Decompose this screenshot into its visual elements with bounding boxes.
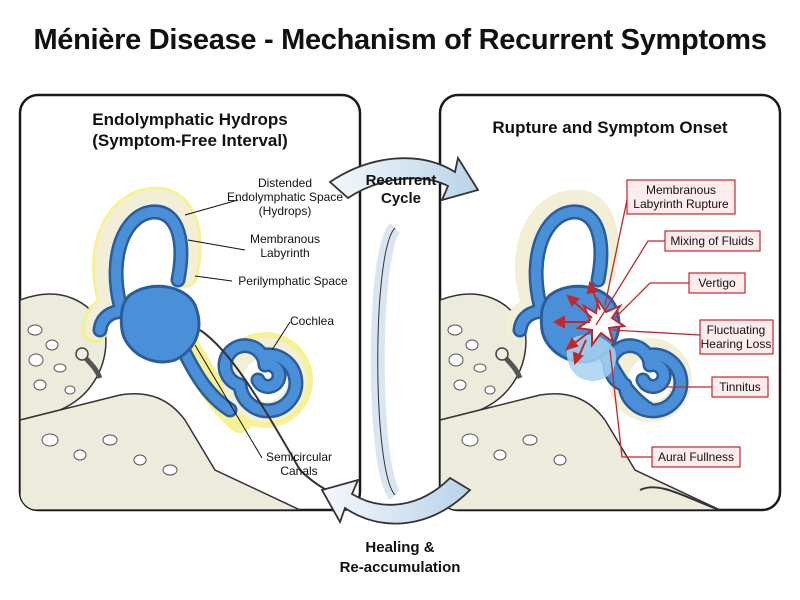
- leader-fullness: [609, 349, 652, 458]
- label-fullness: Aural Fullness: [658, 450, 734, 464]
- right-anatomy: [440, 189, 721, 510]
- cycle-bottom-2: Re-accumulation: [340, 559, 461, 576]
- leader-cochlea: [271, 321, 291, 351]
- leader-semicircular: [194, 344, 263, 459]
- leader-mixing: [595, 240, 665, 326]
- leader-distended: [184, 199, 239, 216]
- cycle-top-2: Cycle: [381, 190, 421, 207]
- leader-perilymphatic: [194, 275, 233, 282]
- label-hearing-2: Hearing Loss: [701, 337, 772, 351]
- cycle-arrows: Recurrent Cycle Healing & Re-accumulatio…: [320, 155, 480, 576]
- label-rupture-1: Membranous: [646, 183, 716, 197]
- right-heading: Rupture and Symptom Onset: [492, 118, 728, 137]
- label-tinnitus: Tinnitus: [719, 380, 761, 394]
- box-rupture: [626, 179, 736, 215]
- label-cochlea: Cochlea: [290, 314, 334, 328]
- page-title: Ménière Disease - Mechanism of Recurrent…: [33, 24, 767, 56]
- leader-membranous: [187, 239, 246, 251]
- label-hearing-1: Fluctuating: [707, 323, 766, 337]
- label-distended-2: Endolymphatic Space: [227, 190, 343, 204]
- left-heading-line2: (Symptom-Free Interval): [92, 131, 288, 150]
- label-mixing: Mixing of Fluids: [670, 234, 753, 248]
- left-panel: Endolymphatic Hydrops (Symptom-Free Inte…: [18, 93, 362, 512]
- left-heading-line1: Endolymphatic Hydrops: [92, 110, 288, 129]
- rupture-burst: [575, 297, 627, 348]
- label-vertigo: Vertigo: [698, 276, 736, 290]
- label-membranous-1: Membranous: [250, 232, 320, 246]
- label-rupture-2: Labyrinth Rupture: [633, 197, 729, 211]
- label-distended-3: (Hydrops): [259, 204, 312, 218]
- cycle-channel: [370, 222, 401, 500]
- leader-rupture: [604, 199, 628, 306]
- leader-hearing: [611, 329, 701, 336]
- leader-vertigo: [614, 282, 689, 319]
- label-semicircular-1: Semicircular: [266, 450, 332, 464]
- label-distended-1: Distended: [258, 176, 312, 190]
- label-semicircular-2: Canals: [280, 464, 317, 478]
- healing-arrow: [320, 476, 472, 525]
- cycle-bottom-1: Healing &: [365, 539, 434, 556]
- label-membranous-2: Labyrinth: [260, 246, 309, 260]
- box-hearing: [699, 319, 774, 355]
- label-perilymphatic: Perilymphatic Space: [238, 274, 348, 288]
- recurrent-arrow: [328, 155, 480, 202]
- cycle-top-1: Recurrent: [366, 172, 437, 189]
- right-panel: Rupture and Symptom Onset Membranous Lab…: [438, 93, 782, 512]
- left-anatomy: [20, 186, 360, 510]
